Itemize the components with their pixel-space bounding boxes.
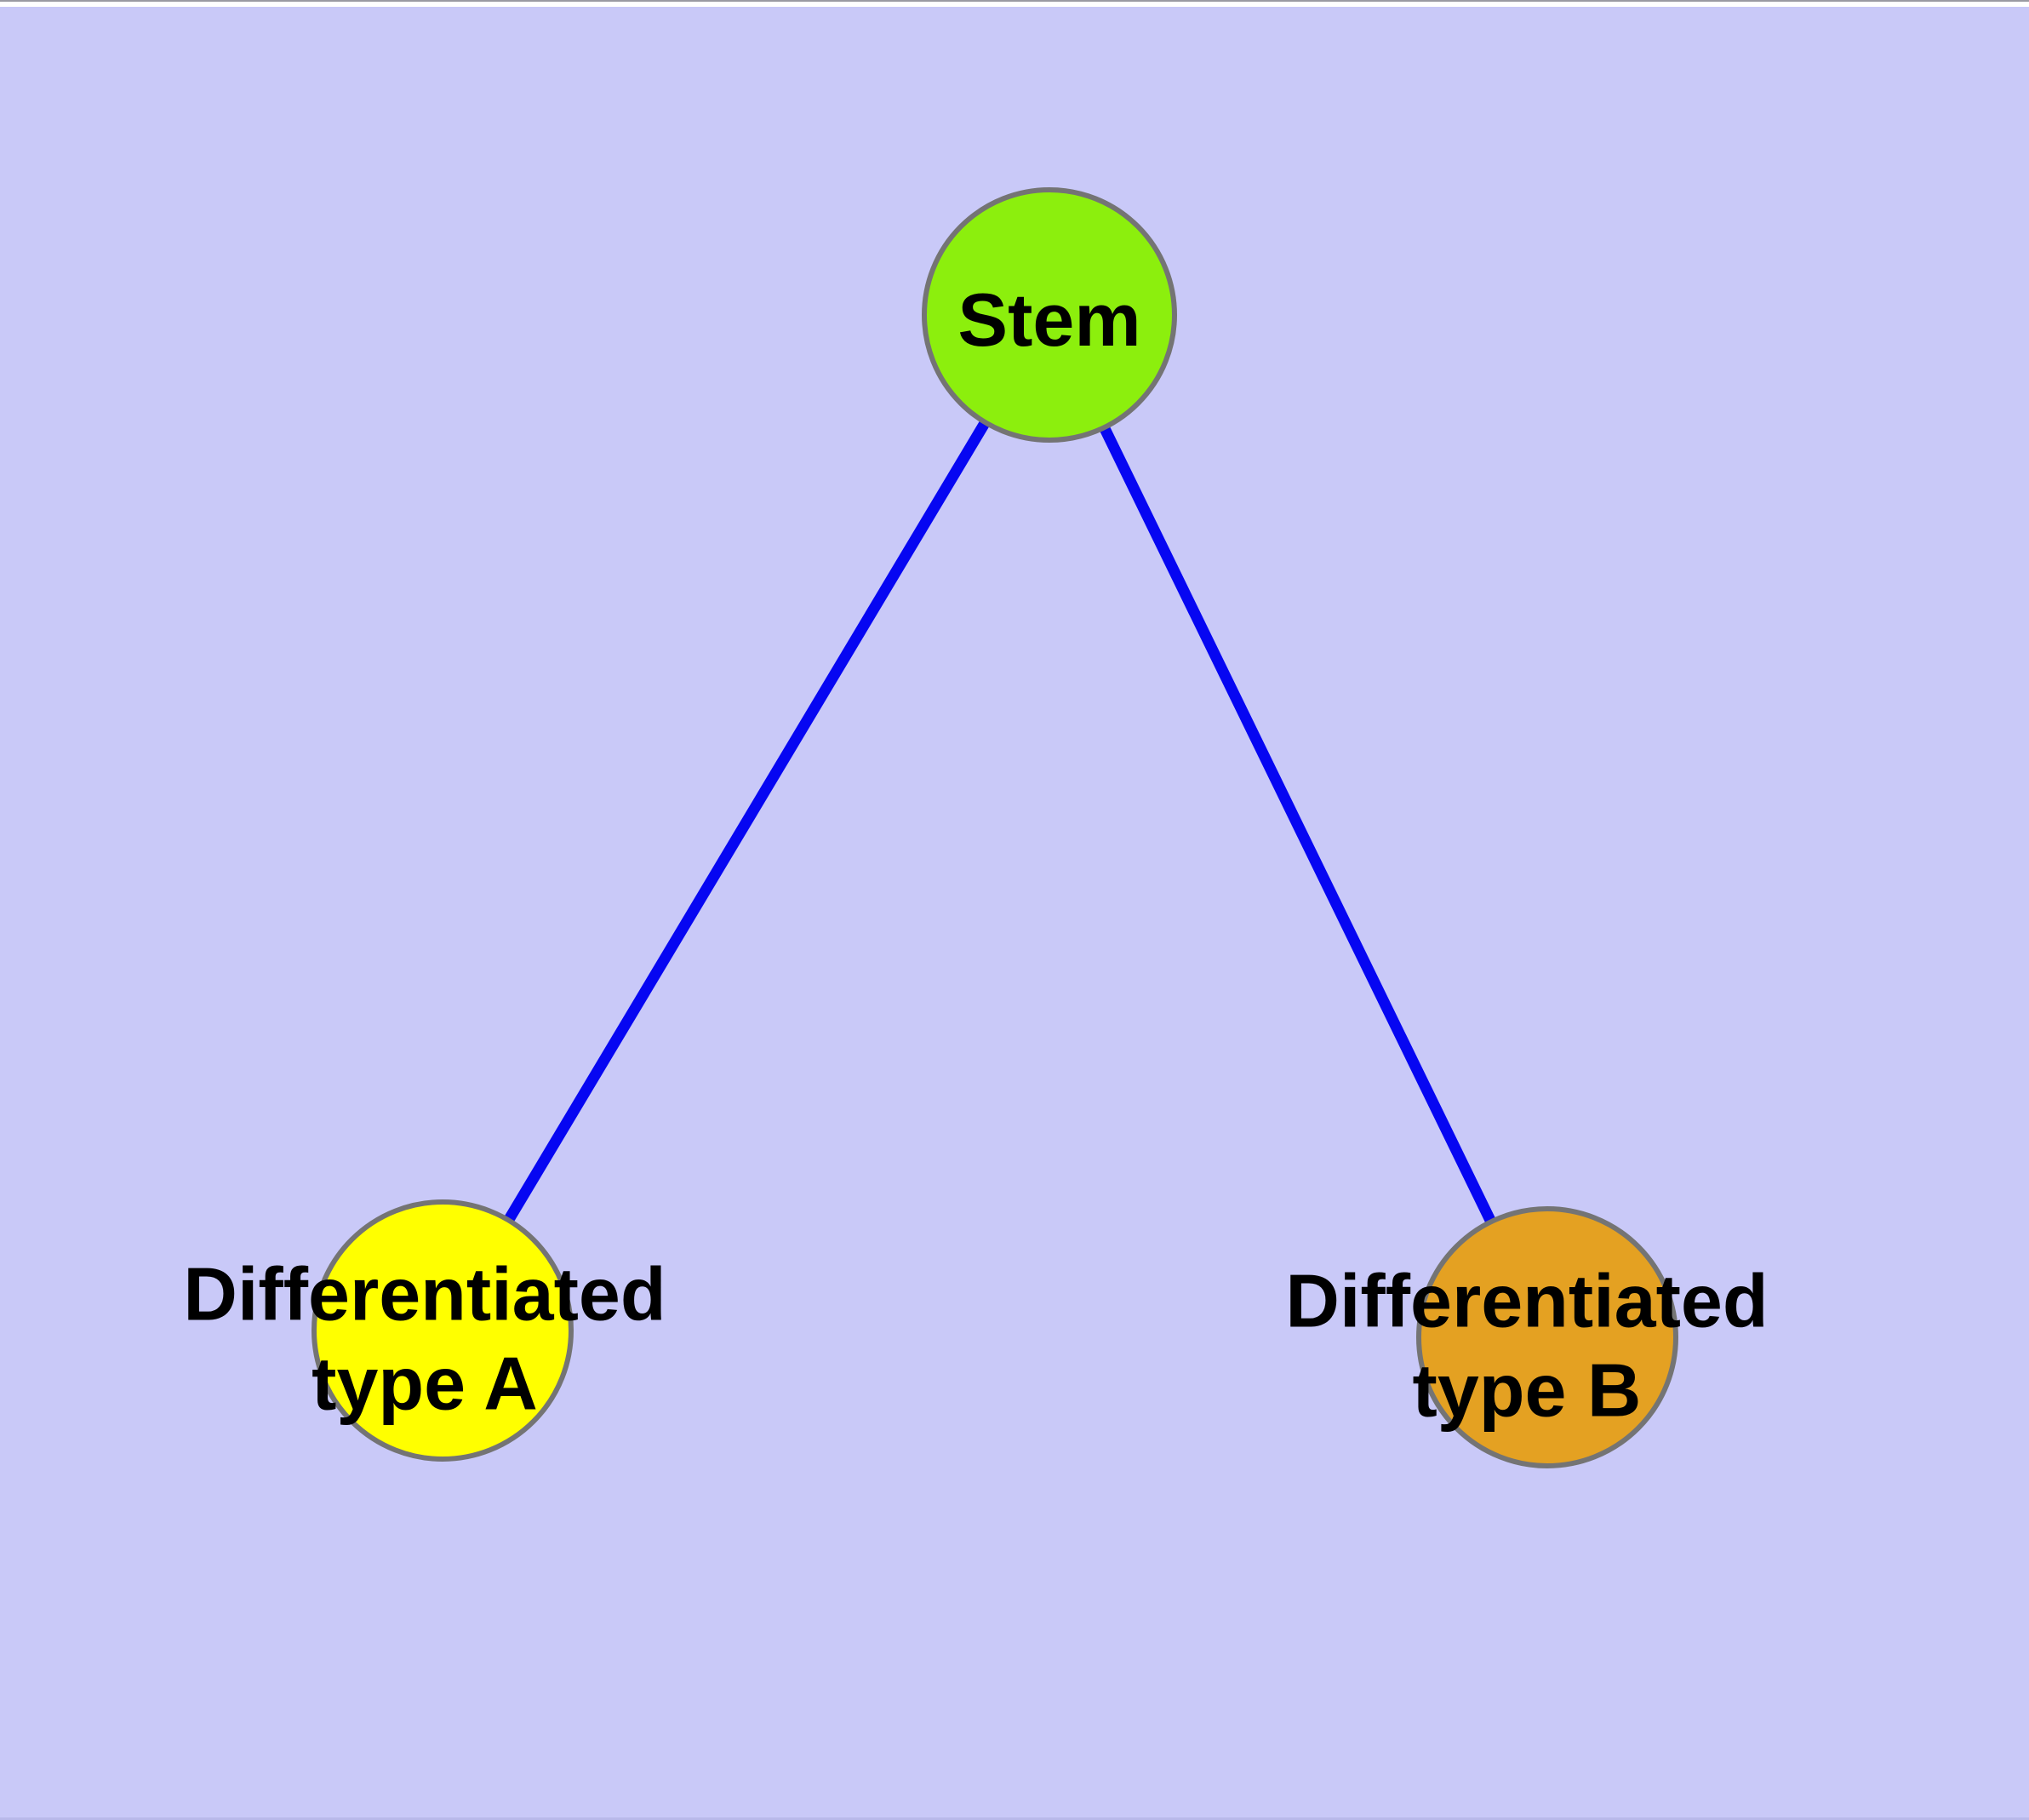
top-edge-strip	[0, 0, 2029, 7]
bottom-edge-strip	[0, 1817, 2029, 1820]
node-stem-circle	[922, 187, 1177, 443]
edge-stem-to-differentiated-type-b	[1044, 312, 1552, 1340]
node-differentiated-type-b-label-line-2: type B	[1413, 1348, 1642, 1432]
node-differentiated-type-a-label-line-2: type A	[311, 1341, 538, 1425]
node-differentiated-type-a-label-line-1: Differentiated	[183, 1251, 666, 1336]
edge-stem-to-differentiated-type-a	[437, 312, 1055, 1334]
node-differentiated-type-a-circle	[311, 1199, 574, 1462]
node-stem-label: Stem	[957, 278, 1140, 362]
node-differentiated-type-b-label-line-1: Differentiated	[1285, 1258, 1768, 1342]
node-stem-label-line-1: Stem	[957, 278, 1140, 362]
node-differentiated-type-b-circle	[1416, 1206, 1678, 1468]
